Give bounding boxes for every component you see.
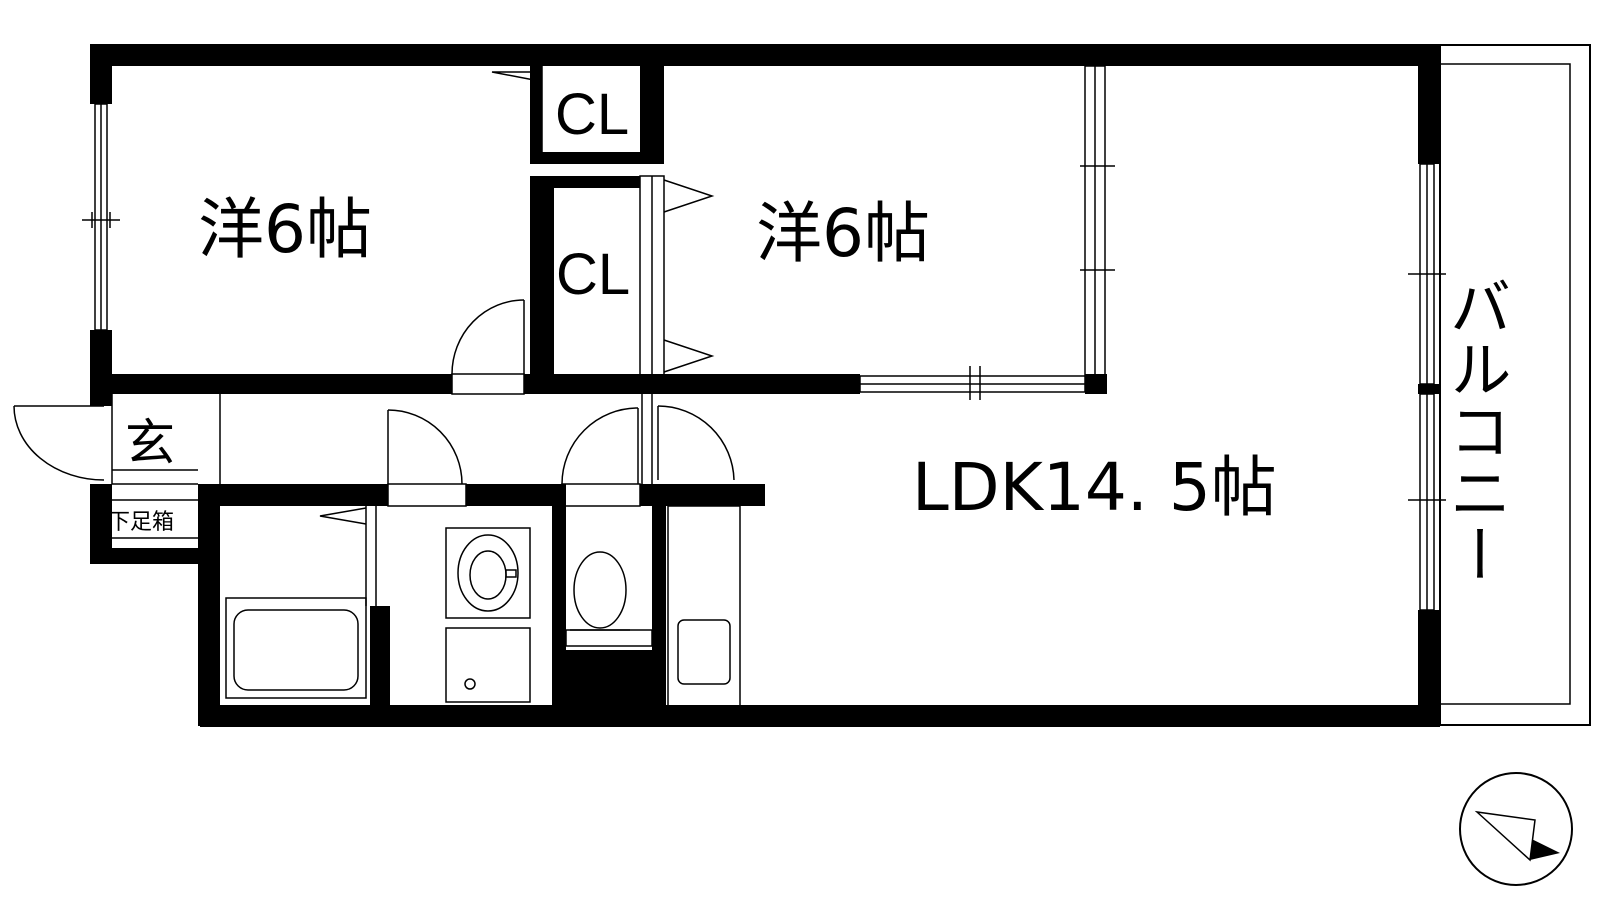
compass-north-arrow-icon [1459,772,1573,886]
fridge-space-icon [667,505,741,707]
walls [90,44,1440,727]
ldk-label: LDK14. 5帖 [912,449,1277,526]
closet2-door [639,175,715,377]
closet-2-label: CL [556,242,630,307]
doors [13,65,735,606]
shoe-box-area [112,469,198,539]
bedroom1-door [451,299,525,395]
washroom-door [387,409,467,507]
western-room-2-label: 洋6帖 [756,195,930,272]
western-room-1-label: 洋6帖 [198,191,372,268]
windows [82,65,1446,611]
entrance-door [13,405,105,481]
shoe-box-label: 下足箱 [108,510,174,535]
closet-1-label: CL [555,82,629,147]
entrance-label: 玄 [125,414,175,472]
ldk-door [657,405,735,481]
balcony-label: バルコニー [1439,275,1512,585]
closet1-door [491,65,543,153]
fixtures [225,505,741,707]
washbasin-icon [445,527,531,619]
toilet-door [561,407,641,507]
bath-door [319,506,377,606]
bathtub-icon [225,597,367,699]
washing-machine-pan-icon [445,627,531,703]
toilet-icon [565,551,653,647]
